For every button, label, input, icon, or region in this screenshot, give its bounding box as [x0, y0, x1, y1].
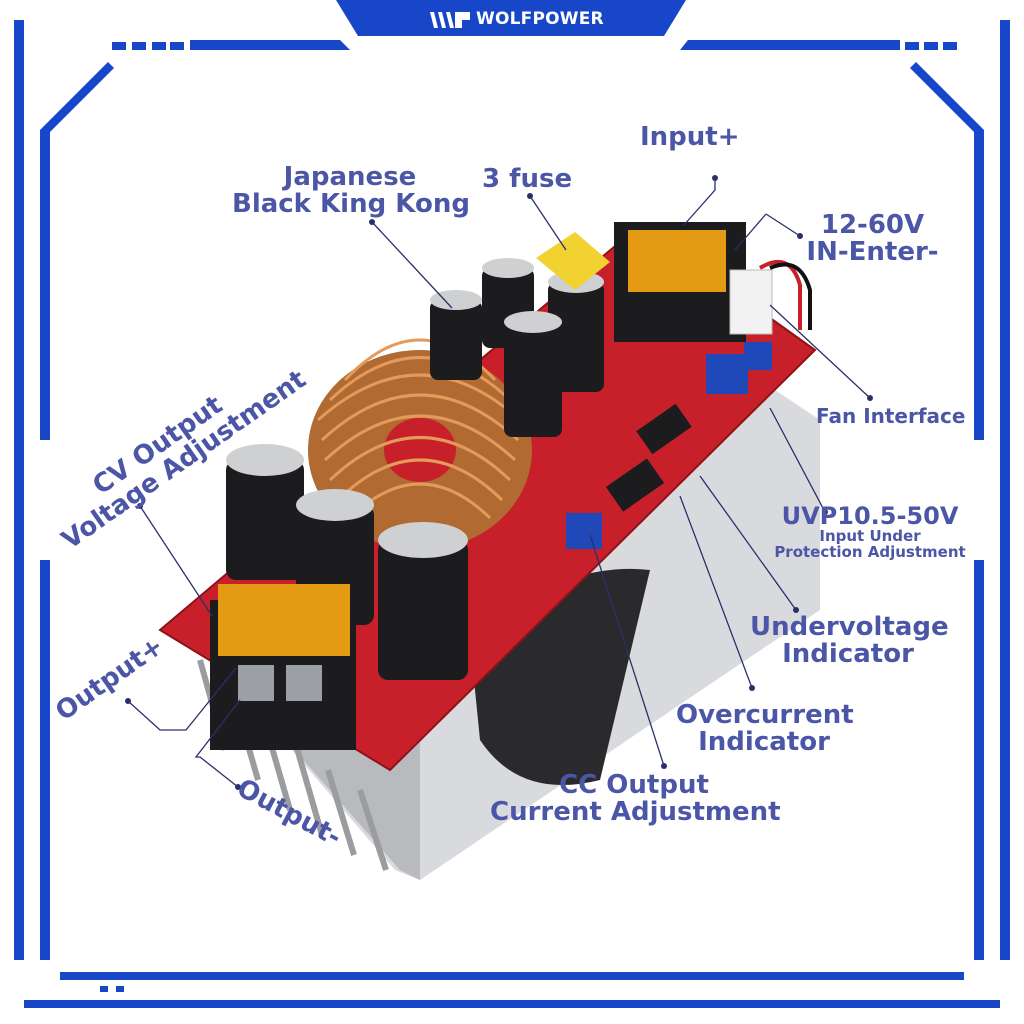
label-cc-line2: Current Adjustment — [490, 797, 781, 828]
label-overcurrent-line2: Indicator — [698, 727, 830, 758]
label-uvp: UVP10.5-50V Input Under Protection Adjus… — [770, 502, 970, 561]
label-input-range-line1: 12-60V — [820, 210, 925, 240]
label-cc-output: CC Output Current Adjustment — [490, 770, 781, 828]
label-cc-line1: CC Output — [559, 770, 709, 800]
electrolytic-capacitors — [226, 258, 604, 680]
label-japanese-line1: Japanese — [283, 162, 417, 192]
wolfpower-logo — [430, 12, 470, 28]
brand-tab — [336, 0, 686, 36]
input-terminal-block — [614, 222, 746, 342]
label-uvp-sub-line2: Protection Adjustment — [774, 542, 966, 561]
label-uvp-sub-line1: Input Under — [819, 527, 921, 546]
ic-chip — [605, 458, 665, 512]
fan-connector — [729, 269, 773, 335]
label-input-range-line2: IN-Enter- — [806, 237, 939, 268]
label-fan-interface: Fan Interface — [816, 404, 966, 428]
label-overcurrent-line1: Overcurrent — [676, 700, 854, 730]
potentiometers — [566, 342, 772, 549]
label-overcurrent: Overcurrent Indicator — [676, 700, 854, 758]
brand-name: WOLFPOWER — [476, 9, 604, 29]
label-input-plus: Input+ — [640, 122, 740, 152]
yellow-fuse — [536, 232, 610, 290]
label-japanese-line2: Black King Kong — [232, 189, 470, 220]
ic-chip — [636, 403, 692, 455]
label-undervoltage: Undervoltage Indicator — [750, 612, 949, 670]
label-undervoltage-line2: Indicator — [782, 639, 914, 670]
label-three-fuse: 3 fuse — [482, 164, 573, 194]
label-undervoltage-line1: Undervoltage — [750, 612, 949, 642]
output-terminal-block — [210, 584, 356, 750]
label-input-range: 12-60V IN-Enter- — [800, 210, 945, 268]
label-uvp-title: UVP10.5-50V — [781, 502, 959, 530]
label-japanese: Japanese Black King Kong — [232, 162, 470, 220]
